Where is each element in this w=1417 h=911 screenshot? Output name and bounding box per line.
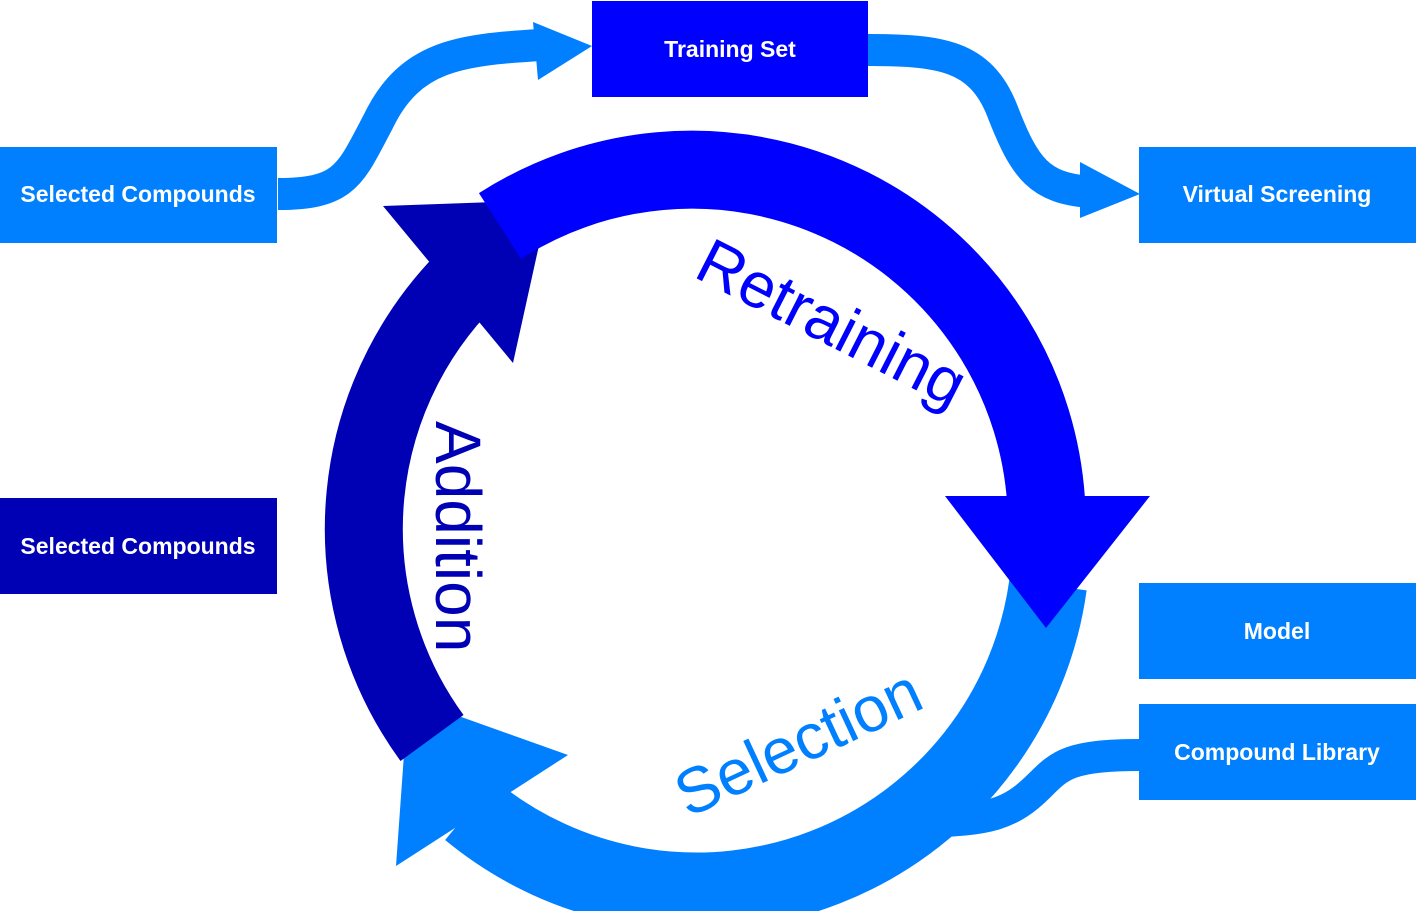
selection-arc bbox=[445, 579, 1087, 911]
connector-arrowhead-screening bbox=[1080, 162, 1140, 218]
model-box: Model bbox=[1139, 583, 1416, 679]
retraining-arc bbox=[478, 130, 1085, 503]
addition-arc bbox=[324, 239, 505, 761]
connector-arrowhead-training bbox=[533, 22, 592, 80]
virtual-screening-label: Virtual Screening bbox=[1183, 181, 1372, 207]
selected-compounds-mid-label: Selected Compounds bbox=[20, 533, 255, 559]
model-label: Model bbox=[1244, 618, 1310, 644]
addition-label: Addition bbox=[422, 421, 494, 652]
compound-library-label: Compound Library bbox=[1174, 739, 1380, 765]
training-set-box: Training Set bbox=[592, 1, 868, 97]
virtual-screening-box: Virtual Screening bbox=[1139, 147, 1416, 243]
training-set-label: Training Set bbox=[664, 36, 796, 62]
addition-arrowhead bbox=[383, 200, 549, 363]
compound-library-box: Compound Library bbox=[1139, 704, 1416, 800]
connector-training-to-screening bbox=[867, 34, 1092, 208]
retraining-arrowhead bbox=[945, 496, 1150, 628]
selected-compounds-mid-box: Selected Compounds bbox=[0, 498, 277, 594]
selected-compounds-top-box: Selected Compounds bbox=[0, 147, 277, 243]
selection-arrowhead bbox=[396, 698, 568, 866]
connector-selected-to-training bbox=[277, 29, 541, 210]
selected-compounds-top-label: Selected Compounds bbox=[20, 181, 255, 207]
